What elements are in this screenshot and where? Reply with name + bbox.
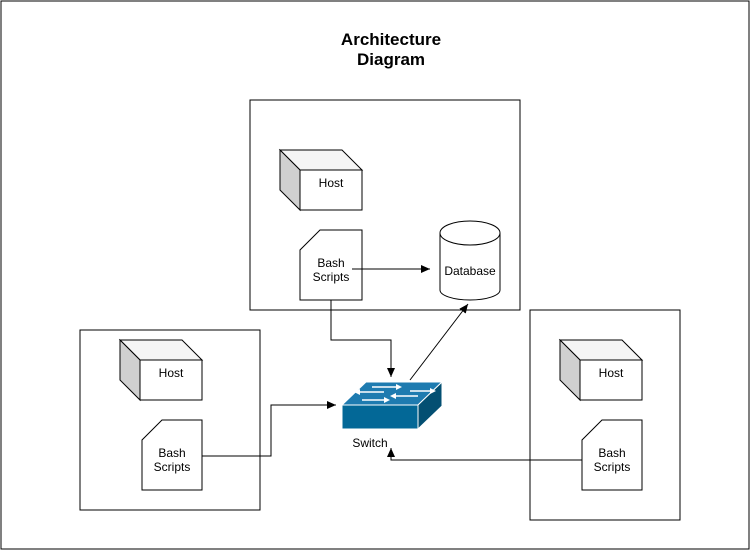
database-label: Database: [444, 264, 496, 278]
left-scripts-to-switch-connector: [202, 401, 336, 457]
left-host-label: Host: [158, 366, 184, 380]
right-group-container: [529, 309, 681, 521]
switch-to-database-connector: [409, 303, 469, 381]
switch-label: Switch: [352, 436, 388, 450]
top-host-icon: [278, 148, 364, 212]
top-bash-scripts-line1: Bash: [317, 256, 345, 270]
top-bash-scripts-line2: Scripts: [312, 270, 350, 284]
top-scripts-to-switch-connector: [330, 300, 395, 377]
database-icon: [439, 220, 501, 301]
switch-icon: [340, 380, 444, 431]
right-host-label: Host: [598, 366, 624, 380]
top-bash-scripts-label: Bash Scripts: [300, 256, 362, 284]
right-bash-scripts-icon: [581, 419, 643, 491]
diagram-title-line2: Diagram: [356, 50, 426, 69]
diagram-title-line1: Architecture: [340, 30, 442, 49]
left-bash-scripts-icon: [141, 419, 203, 491]
right-bash-scripts-line2: Scripts: [593, 460, 631, 474]
top-host-label: Host: [318, 176, 344, 190]
right-bash-scripts-line1: Bash: [598, 446, 626, 460]
left-bash-scripts-label: Bash Scripts: [142, 446, 202, 474]
right-host-icon: [558, 338, 644, 402]
left-bash-scripts-line2: Scripts: [153, 460, 191, 474]
left-bash-scripts-line1: Bash: [158, 446, 186, 460]
right-bash-scripts-label: Bash Scripts: [582, 446, 642, 474]
top-group-container: [249, 99, 521, 311]
left-host-icon: [118, 338, 204, 402]
left-group-container: [79, 329, 261, 511]
diagram-title: Architecture Diagram: [290, 30, 492, 70]
right-scripts-to-switch-connector: [387, 448, 582, 461]
